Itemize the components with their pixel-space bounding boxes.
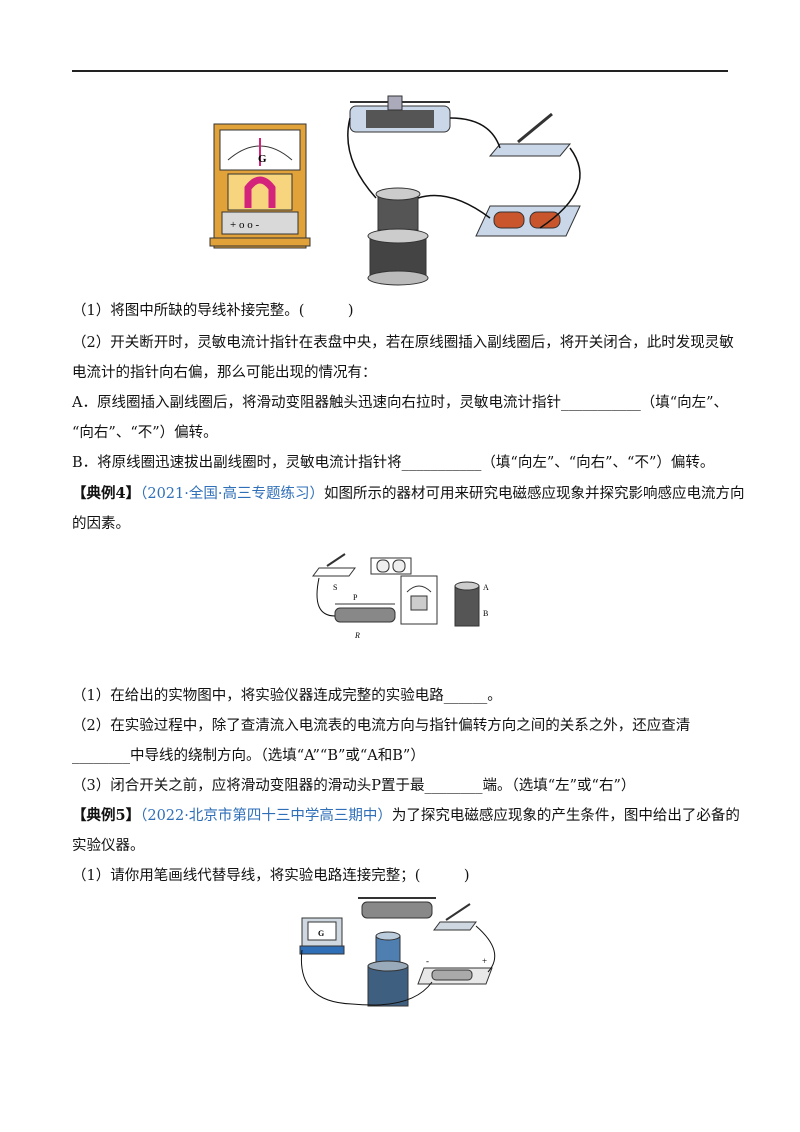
q3-option-b: B．将原线圈迅速拔出副线圈时，灵敏电流计指针将___________（填“向左”… (72, 455, 715, 471)
example-5-tag: 【典例5】 (72, 807, 141, 824)
meter-letter: G (258, 153, 267, 165)
example-4-part-2-line-2: ________中导线的绕制方向。（选填“A”“B”或“A和B”） (72, 748, 425, 764)
label-r: R (354, 631, 360, 640)
meter-terminals: + o o - (230, 219, 259, 231)
example-4-stem-text: 如图所示的器材可用来研究电磁感应现象并探究影响感应电流方向 (323, 486, 745, 502)
example-4-tag: 【典例4】 (72, 485, 141, 502)
label-a: A (483, 583, 489, 592)
q3-option-a-line-1: A．原线圈插入副线圈后，将滑动变阻器触头迅速向右拉时，灵敏电流计指针______… (72, 395, 729, 411)
battery-plus: + (482, 956, 487, 966)
example-4-part-2-line-1: （2）在实验过程中，除了查清流入电流表的电流方向与指针偏转方向之间的关系之外，还… (72, 718, 691, 734)
q3-option-a-line-2: “向右”、“不”）偏转。 (72, 425, 218, 441)
meter-g: G (318, 929, 324, 938)
q3-part-2-line-2: 电流计的指针向右偏，那么可能出现的情况有： (72, 365, 377, 381)
example-5-stem-line-2: 实验仪器。 (72, 838, 145, 854)
example-5-stem: 【典例5】（2022·北京市第四十三中学高三期中）为了探究电磁感应现象的产生条件… (72, 806, 740, 826)
figure-2-apparatus: S A B P R (312, 553, 489, 640)
example-4-part-3: （3）闭合开关之前，应将滑动变阻器的滑动头P置于最________端。（选填“左… (72, 778, 636, 794)
example-4-stem: 【典例4】（2021·全国·高三专题练习）如图所示的器材可用来研究电磁感应现象并… (72, 484, 744, 504)
example-4-part-1: （1）在给出的实物图中，将实验仪器连成完整的实验电路______。 (72, 688, 502, 704)
q3-part-2-line-1: （2）开关断开时，灵敏电流计指针在表盘中央，若在原线圈插入副线圈后，将开关闭合，… (72, 335, 734, 351)
q3-part-1: （1）将图中所缺的导线补接完整。( ) (72, 303, 354, 319)
header-rule (72, 70, 728, 72)
example-5-part-1: （1）请你用笔画线代替导线，将实验电路连接完整；( ) (72, 868, 470, 884)
battery-minus: - (426, 956, 429, 966)
figure-1-apparatus: G + o o - (209, 95, 581, 286)
example-4-source: （2021·全国·高三专题练习） (140, 486, 324, 502)
label-p: P (353, 593, 358, 602)
example-4-stem-line-2: 的因素。 (72, 516, 130, 532)
label-s: S (333, 583, 337, 592)
example-5-stem-text: 为了探究电磁感应现象的产生条件，图中给出了必备的 (391, 808, 740, 824)
label-b: B (483, 609, 488, 618)
example-5-source: （2022·北京市第四十三中学高三期中） (140, 808, 392, 824)
figure-3-apparatus: G - + (299, 897, 496, 1007)
